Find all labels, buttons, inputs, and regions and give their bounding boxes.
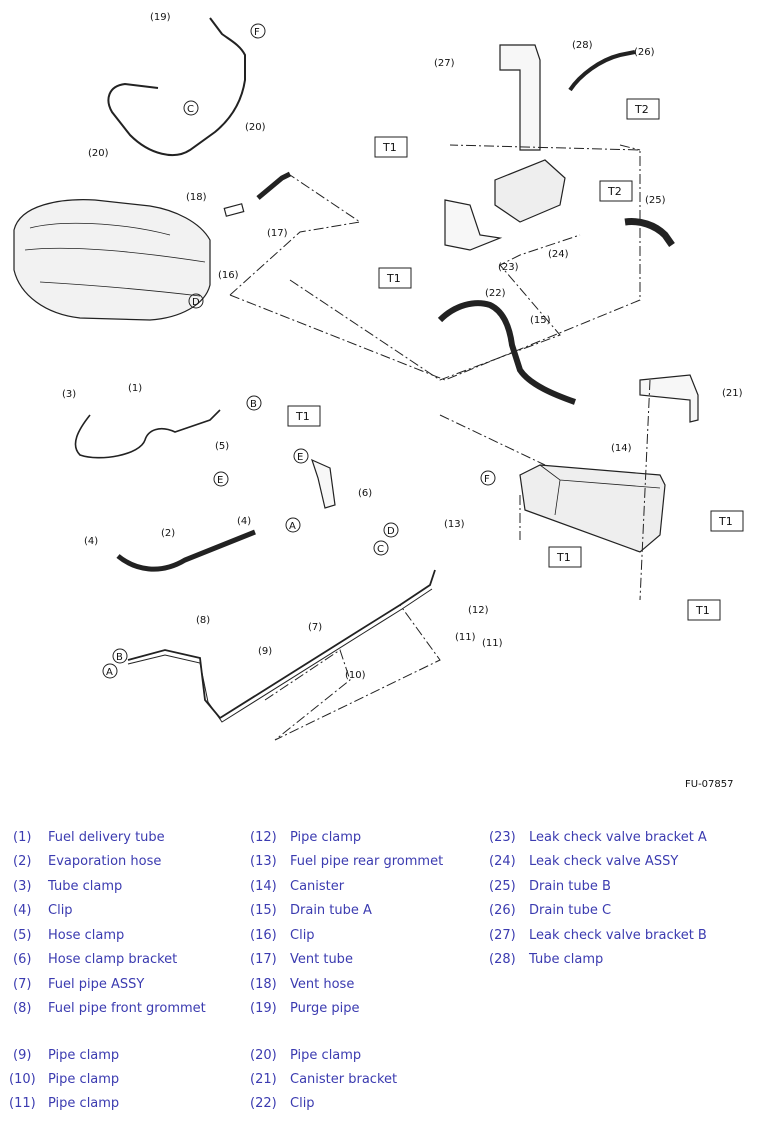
- fuel-delivery-tube: [74, 409, 221, 459]
- vent-hose: [223, 203, 245, 217]
- callout-1: (1): [128, 383, 142, 394]
- torque-box-t2-upper: T2: [626, 98, 660, 120]
- torque-box-t1-upper: T1: [374, 136, 408, 158]
- svg-text:A: A: [106, 667, 113, 678]
- connector-d-tank: D: [188, 293, 204, 309]
- callout-19: (19): [150, 12, 171, 23]
- callout-13: (13): [444, 519, 465, 530]
- parts-diagram: (1) (2) (3) (4) (4) (5) (6) (7) (8) (9) …: [13, 12, 744, 741]
- fuel-tank: [13, 199, 211, 321]
- callout-10: (10): [345, 670, 366, 681]
- svg-text:E: E: [217, 475, 223, 486]
- callout-11: (11): [455, 632, 476, 643]
- callout-9: (9): [258, 646, 272, 657]
- callout-6: (6): [358, 488, 372, 499]
- callout-25: (25): [645, 195, 666, 206]
- svg-text:T1: T1: [718, 515, 733, 528]
- callout-7: (7): [308, 622, 322, 633]
- callout-4: (4): [84, 536, 98, 547]
- callout-14: (14): [611, 443, 632, 454]
- svg-text:F: F: [484, 474, 490, 485]
- connector-f-canister: F: [480, 470, 496, 486]
- torque-box-t2-lower: T2: [599, 180, 633, 202]
- svg-text:D: D: [387, 526, 395, 537]
- callout-22: (22): [485, 288, 506, 299]
- callout-26: (26): [634, 47, 655, 58]
- svg-text:T1: T1: [386, 272, 401, 285]
- callout-group: (1) (2) (3) (4) (4) (5) (6) (7) (8) (9) …: [62, 12, 743, 681]
- callout-17: (17): [267, 228, 288, 239]
- evaporation-hose: [116, 529, 256, 572]
- svg-text:B: B: [116, 652, 123, 663]
- callout-15: (15): [530, 315, 551, 326]
- leak-check-valve-assy: [494, 159, 566, 223]
- fuel-pipe-assy: [127, 569, 436, 720]
- drain-tube-b: [624, 218, 675, 248]
- callout-27: (27): [434, 58, 455, 69]
- torque-box-t1-mid: T1: [378, 267, 412, 289]
- svg-text:T1: T1: [295, 410, 310, 423]
- torque-box-t1-bracket: T1: [287, 405, 321, 427]
- svg-text:E: E: [297, 452, 303, 463]
- svg-text:C: C: [377, 544, 384, 555]
- connector-a-pipe: A: [102, 663, 118, 679]
- callout-4b: (4): [237, 516, 251, 527]
- svg-text:A: A: [289, 521, 296, 532]
- callout-23: (23): [498, 262, 519, 273]
- torque-box-t1-lower: T1: [687, 599, 721, 621]
- svg-text:T2: T2: [607, 185, 622, 198]
- callout-18: (18): [186, 192, 207, 203]
- vent-tube: [256, 171, 292, 200]
- figure-id: FU-07857: [685, 779, 734, 790]
- svg-text:T1: T1: [556, 551, 571, 564]
- connector-e-clamp: E: [213, 471, 229, 487]
- callout-8: (8): [196, 615, 210, 626]
- connector-d-pipe: D: [383, 522, 399, 538]
- svg-text:F: F: [254, 27, 260, 38]
- svg-text:T1: T1: [695, 604, 710, 617]
- svg-text:T1: T1: [382, 141, 397, 154]
- connector-a-clip: A: [285, 517, 301, 533]
- connector-b-tube: B: [246, 395, 262, 411]
- svg-text:T2: T2: [634, 103, 649, 116]
- callout-3: (3): [62, 389, 76, 400]
- connector-b-pipe: B: [112, 648, 128, 664]
- connector-f-top: F: [250, 23, 266, 39]
- connector-c-pipe: C: [373, 540, 389, 556]
- callout-24: (24): [548, 249, 569, 260]
- svg-text:C: C: [187, 104, 194, 115]
- callout-12: (12): [468, 605, 489, 616]
- callout-20b: (20): [88, 148, 109, 159]
- hose-clamp-bracket: [311, 458, 336, 509]
- callout-21: (21): [722, 388, 743, 399]
- canister-bracket: [639, 374, 699, 423]
- svg-text:D: D: [192, 297, 200, 308]
- connector-c-top: C: [183, 100, 199, 116]
- callout-28: (28): [572, 40, 593, 51]
- torque-box-t1-canister-right: T1: [710, 510, 744, 532]
- leak-check-valve-bracket-b: [499, 44, 541, 151]
- callout-16: (16): [218, 270, 239, 281]
- callout-5: (5): [215, 441, 229, 452]
- connector-e-bracket: E: [293, 448, 309, 464]
- torque-box-t1-canister-left: T1: [548, 546, 582, 568]
- callout-20: (20): [245, 122, 266, 133]
- purge-pipe: [107, 17, 246, 156]
- drain-tube-c: [568, 50, 636, 92]
- drain-tube-a: [437, 300, 576, 405]
- callout-2: (2): [161, 528, 175, 539]
- leak-check-valve-bracket-a: [444, 199, 503, 251]
- svg-text:B: B: [250, 399, 257, 410]
- canister: [519, 464, 666, 553]
- callout-11b: (11): [482, 638, 503, 649]
